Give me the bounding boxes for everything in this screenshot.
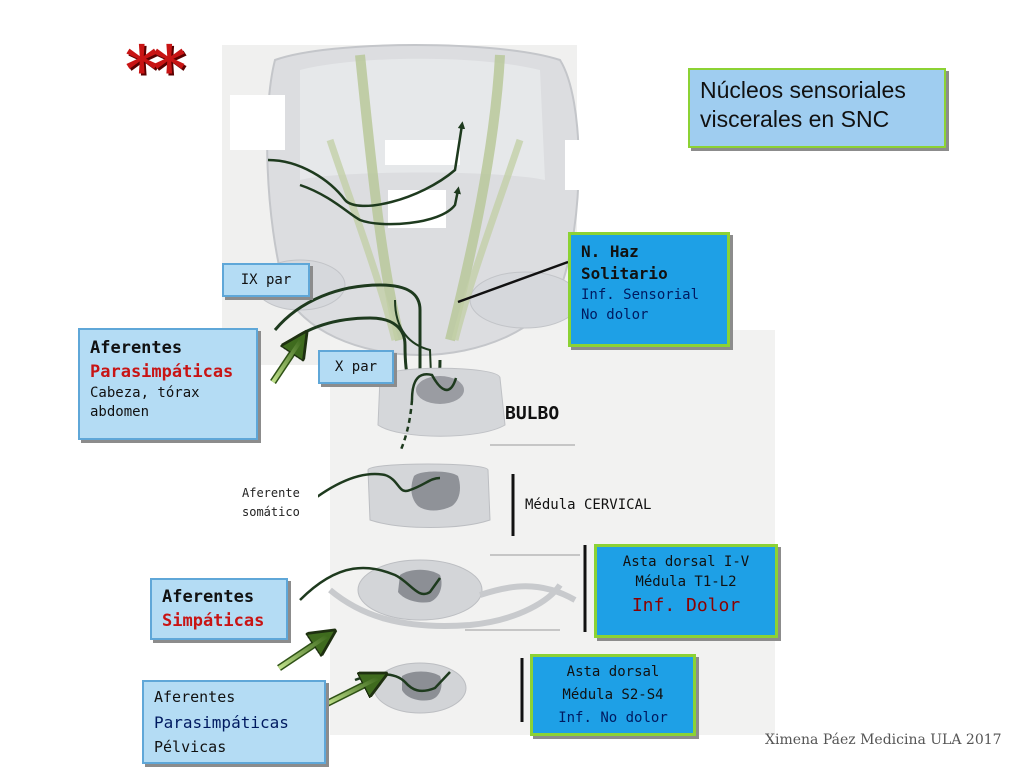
nerve-fiber [299,183,461,226]
asta-line: Asta dorsal [566,664,660,680]
haz-info-line: No dolor [581,307,649,323]
box-line-highlight: Parasimpáticas [90,362,234,382]
haz-title-line: Solitario [581,264,668,283]
sympathetic-chain [328,583,563,629]
somatico-line: Aferente [242,486,300,500]
nerve-fiber [267,121,466,208]
credit-text: Ximena Páez Medicina ULA 2017 [765,732,1002,748]
box-line: Aferentes [90,338,183,358]
label-patch [230,95,285,150]
somatico-line: somático [242,505,300,519]
asta-line: Asta dorsal I-V [622,554,750,570]
aferente-somatico-box: Aferente somático [236,484,318,528]
green-arrow [271,338,303,384]
asta-line-info: Inf. No dolor [558,710,668,726]
aferentes-simpaticas-box: Aferentes Simpáticas [150,578,288,640]
haz-solitario-box: N. Haz Solitario Inf. Sensorial No dolor [568,232,730,347]
aferentes-parasimpaticas-pelvicas-box: Aferentes Parasimpáticas Pélvicas [142,680,326,764]
asta-line: Médula T1-L2 [635,574,737,590]
box-line-highlight: Parasimpáticas [154,713,289,732]
haz-pointer [457,260,569,304]
tract [326,138,399,341]
asta-dorsal-s2-s4-box: Asta dorsal Médula S2-S4 Inf. No dolor [530,654,696,736]
box-line: abdomen [90,404,150,420]
green-arrow [277,634,329,670]
x-par-label: X par [318,350,394,384]
box-line-highlight: Simpáticas [162,611,265,631]
haz-info-line: Inf. Sensorial [581,287,700,303]
nerve-fiber [394,299,433,401]
bulbo-gray [416,376,464,404]
title-line: viscerales en SNC [700,106,890,132]
cervical-gray [411,471,460,511]
tract [451,138,524,341]
thoracic-gray [398,569,442,603]
aferentes-parasimpaticas-cabeza-box: Aferentes Parasimpáticas Cabeza, tórax a… [78,328,258,440]
spinal-nerve-right [479,583,577,603]
asta-line: Médula S2-S4 [562,687,664,703]
tract [445,54,505,342]
box-line: Cabeza, tórax [90,385,200,401]
stars-mark: ** [125,32,186,107]
box-line: Aferentes [162,587,255,607]
asta-line-highlight: Inf. Dolor [631,595,741,616]
label-patch [385,140,460,165]
box-line: Pélvicas [154,738,227,756]
title-box: Núcleos sensoriales viscerales en SNC [688,68,946,148]
sympathetic-nerve [299,566,442,601]
box-line: Aferentes [154,688,236,706]
label-patch [565,140,605,190]
bulbo-fiber [410,373,458,401]
ix-par-label: IX par [222,263,310,297]
tract [355,54,405,342]
cervical-fiber [299,472,441,511]
medula-cervical-label: Médula CERVICAL [525,497,652,513]
ix-nerve [273,283,422,380]
dashed-fiber [398,399,414,453]
green-arrow [325,676,379,706]
haz-title-line: N. Haz [581,242,639,261]
bulbo-label: BULBO [505,403,560,424]
title-line: Núcleos sensoriales [700,77,906,103]
right-lobe [469,271,581,329]
sacral-gray [402,671,442,701]
asta-dorsal-t1-l2-box: Asta dorsal I-V Médula T1-L2 Inf. Dolor [594,544,778,638]
